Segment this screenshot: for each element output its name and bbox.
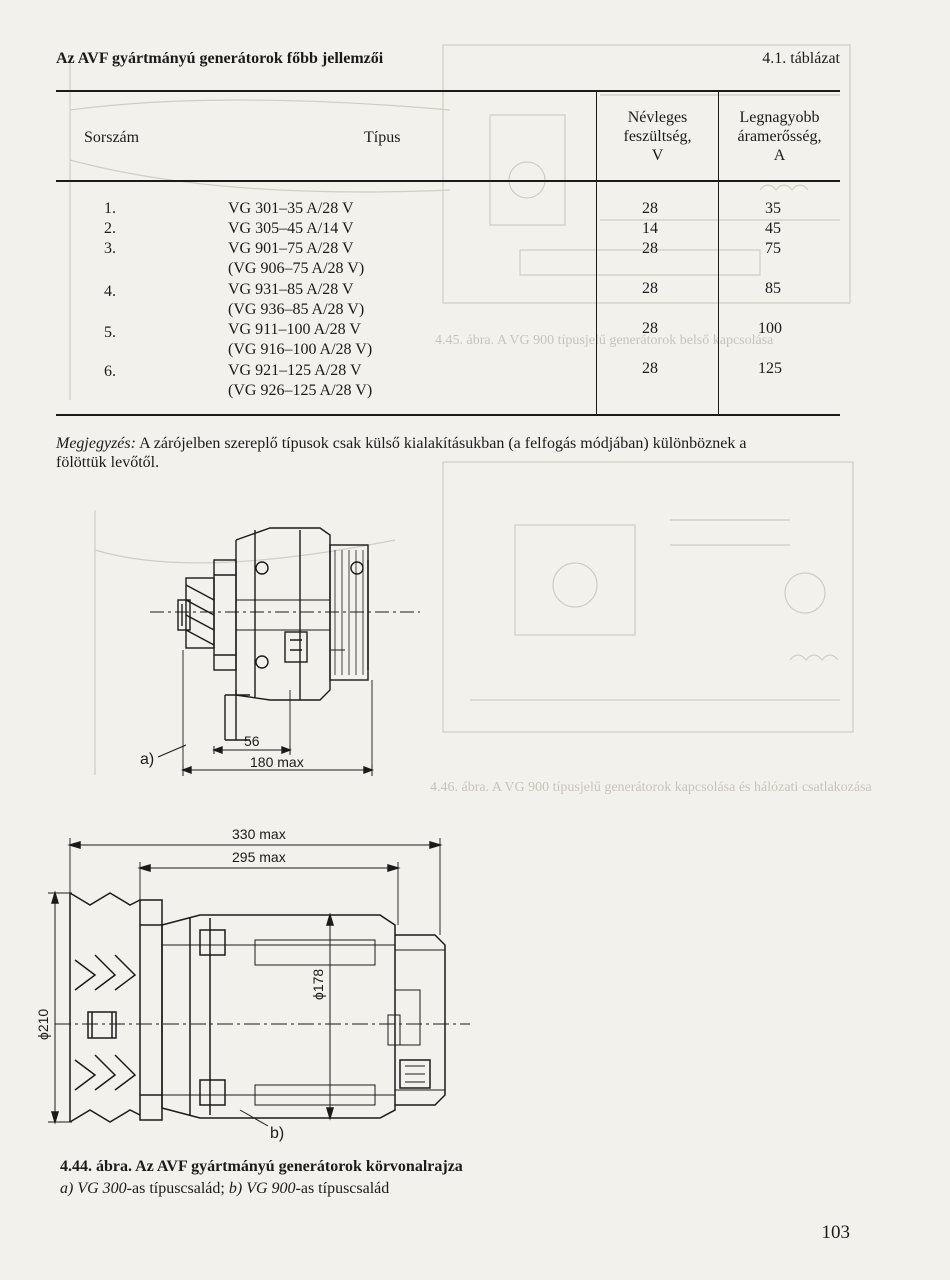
row-type-4: VG 931–85 A/28 V [228, 281, 354, 298]
show-through-caption-1: 4.45. ábra. A VG 900 típusjelű generátor… [435, 333, 774, 348]
column-header-voltage: Névleges feszültség, V [597, 108, 718, 165]
row-type-3-variant: (VG 906–75 A/28 V) [228, 260, 365, 277]
note-text-continued: fölöttük levőtől. [56, 454, 160, 471]
caption-a-suffix: -as típuscsalád; [126, 1180, 225, 1197]
row-number-3: 3. [104, 240, 116, 257]
note-label: Megjegyzés: [56, 435, 136, 452]
row-current-4: 85 [765, 280, 781, 297]
column-header-current: Legnagyobb áramerősség, A [719, 108, 840, 165]
figure-caption-subtitle: a) VG 300-as típuscsalád; b) VG 900-as t… [60, 1180, 389, 1198]
figure-b-dim-295: 295 max [232, 849, 286, 865]
table-number: 4.1. táblázat [762, 50, 840, 67]
row-current-2: 45 [765, 220, 781, 237]
row-type-1: VG 301–35 A/28 V [228, 200, 354, 217]
row-voltage-4: 28 [642, 280, 658, 297]
row-current-6: 125 [758, 360, 782, 377]
caption-b-label: b) [228, 1180, 243, 1197]
row-voltage-2: 14 [642, 220, 658, 237]
figure-a-dim-180: 180 max [250, 754, 304, 770]
row-number-1: 1. [104, 200, 116, 217]
row-voltage-6: 28 [642, 360, 658, 377]
figure-b-dim-330: 330 max [232, 826, 286, 842]
column-divider-1 [596, 92, 597, 414]
row-type-6: VG 921–125 A/28 V [228, 362, 362, 379]
caption-b-suffix: -as típuscsalád [295, 1180, 390, 1197]
row-voltage-1: 28 [642, 200, 658, 217]
show-through-caption-2: 4.46. ábra. A VG 900 típusjelű generátor… [430, 780, 872, 795]
figure-a-label: a) [140, 751, 154, 768]
row-type-6-variant: (VG 926–125 A/28 V) [228, 382, 373, 399]
current-header-line-1: Legnagyobb [739, 109, 820, 126]
page-number: 103 [821, 1222, 851, 1243]
column-header-tipus: Típus [364, 129, 401, 146]
current-header-line-3: A [773, 147, 786, 164]
column-divider-2 [718, 92, 719, 414]
note-text: A zárójelben szereplő típusok csak külső… [135, 435, 747, 452]
figure-b-dim-210: ϕ210 [35, 1009, 51, 1040]
row-number-2: 2. [104, 220, 116, 237]
row-type-2: VG 305–45 A/14 V [228, 220, 354, 237]
row-current-1: 35 [765, 200, 781, 217]
row-type-5: VG 911–100 A/28 V [228, 321, 361, 338]
row-type-5-variant: (VG 916–100 A/28 V) [228, 341, 373, 358]
caption-b-text: VG 900 [246, 1180, 296, 1197]
table-title: Az AVF gyártmányú generátorok főbb jelle… [56, 50, 384, 67]
column-header-sorszam: Sorszám [84, 129, 140, 146]
voltage-header-line-2: feszültség, [623, 128, 692, 145]
row-type-3: VG 901–75 A/28 V [228, 240, 354, 257]
table-top-rule [56, 90, 840, 92]
row-current-5: 100 [758, 320, 782, 337]
voltage-header-line-1: Névleges [627, 109, 688, 126]
voltage-header-line-3: V [651, 147, 664, 164]
table-bottom-rule [56, 414, 840, 416]
figure-a-dim-56: 56 [244, 733, 260, 749]
figure-b-dim-178: ϕ178 [310, 969, 326, 1000]
current-header-line-2: áramerősség, [737, 128, 822, 145]
row-voltage-3: 28 [642, 240, 658, 257]
caption-a-text: VG 300 [77, 1180, 127, 1197]
caption-a-label: a) [60, 1180, 74, 1197]
row-number-4: 4. [104, 283, 116, 300]
row-current-3: 75 [765, 240, 781, 257]
row-number-5: 5. [104, 324, 116, 341]
row-voltage-5: 28 [642, 320, 658, 337]
table-header-rule [56, 180, 840, 182]
row-number-6: 6. [104, 363, 116, 380]
table-note: Megjegyzés: A zárójelben szereplő típuso… [56, 434, 846, 472]
row-type-4-variant: (VG 936–85 A/28 V) [228, 301, 365, 318]
figure-b-label: b) [270, 1125, 284, 1142]
figure-caption-title: 4.44. ábra. Az AVF gyártmányú generátoro… [60, 1158, 463, 1175]
